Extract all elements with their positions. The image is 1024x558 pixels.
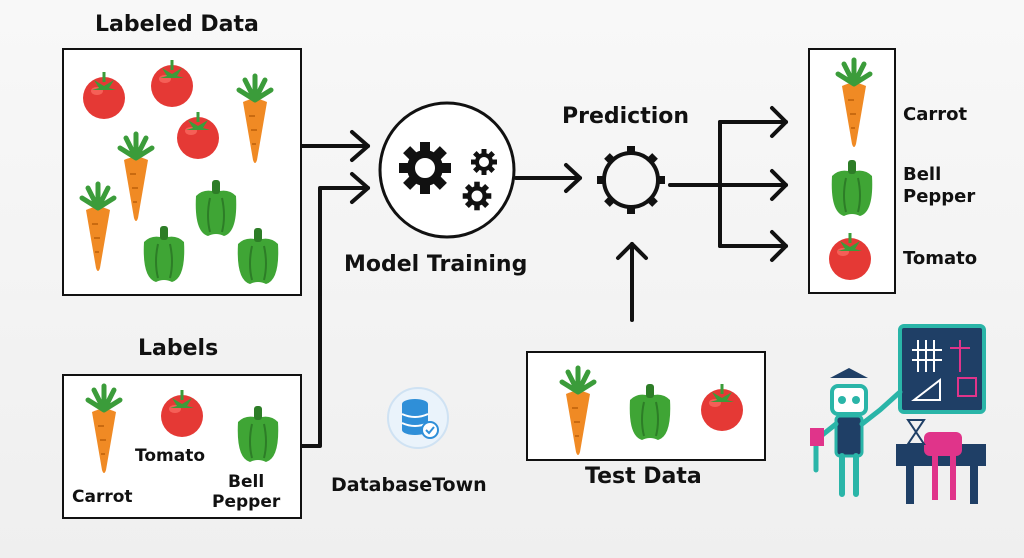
carrot-icon	[562, 368, 594, 455]
bell-pepper-icon	[628, 383, 672, 441]
test-data-label: Test Data	[585, 464, 702, 489]
robot-icon	[810, 368, 903, 497]
labels-bell-pepper: Bell Pepper	[212, 472, 281, 512]
carrot-icon	[88, 386, 120, 473]
prediction-label: Prediction	[562, 104, 690, 129]
carrot-icon	[838, 60, 870, 147]
output-carrot: Carrot	[903, 104, 968, 125]
tomato-icon	[829, 233, 871, 280]
bell-pepper-icon	[236, 227, 280, 285]
tomato-icon	[151, 60, 193, 107]
tomato-icon	[161, 390, 203, 437]
tomato-icon	[83, 72, 125, 119]
labeled-data-items	[82, 60, 280, 285]
output-items	[829, 60, 874, 280]
model-training-label: Model Training	[344, 252, 528, 277]
tomato-icon	[701, 384, 743, 431]
model-training-icon	[378, 101, 516, 239]
carrot-icon	[120, 134, 152, 221]
output-tomato: Tomato	[903, 248, 978, 269]
flow-arrows	[300, 106, 788, 448]
chalkboard-icon	[898, 324, 986, 414]
bell-pepper-icon	[236, 405, 280, 463]
carrot-icon	[82, 184, 114, 271]
bell-pepper-icon	[194, 179, 238, 237]
brand-label: DatabaseTown	[331, 474, 487, 496]
tomato-icon	[177, 112, 219, 159]
test-data-items	[562, 368, 743, 455]
bell-pepper-icon	[142, 225, 186, 283]
bell-pepper-icon	[830, 159, 874, 217]
labels-title: Labels	[138, 336, 219, 361]
desk-icon	[896, 419, 986, 504]
output-bell-pepper: Bell Pepper	[903, 164, 976, 207]
labels-tomato: Tomato	[135, 446, 206, 466]
gear-outline-icon	[597, 146, 665, 214]
database-icon	[387, 387, 449, 449]
carrot-icon	[239, 76, 271, 163]
labeled-data-title: Labeled Data	[95, 12, 259, 37]
labels-carrot: Carrot	[72, 487, 133, 507]
